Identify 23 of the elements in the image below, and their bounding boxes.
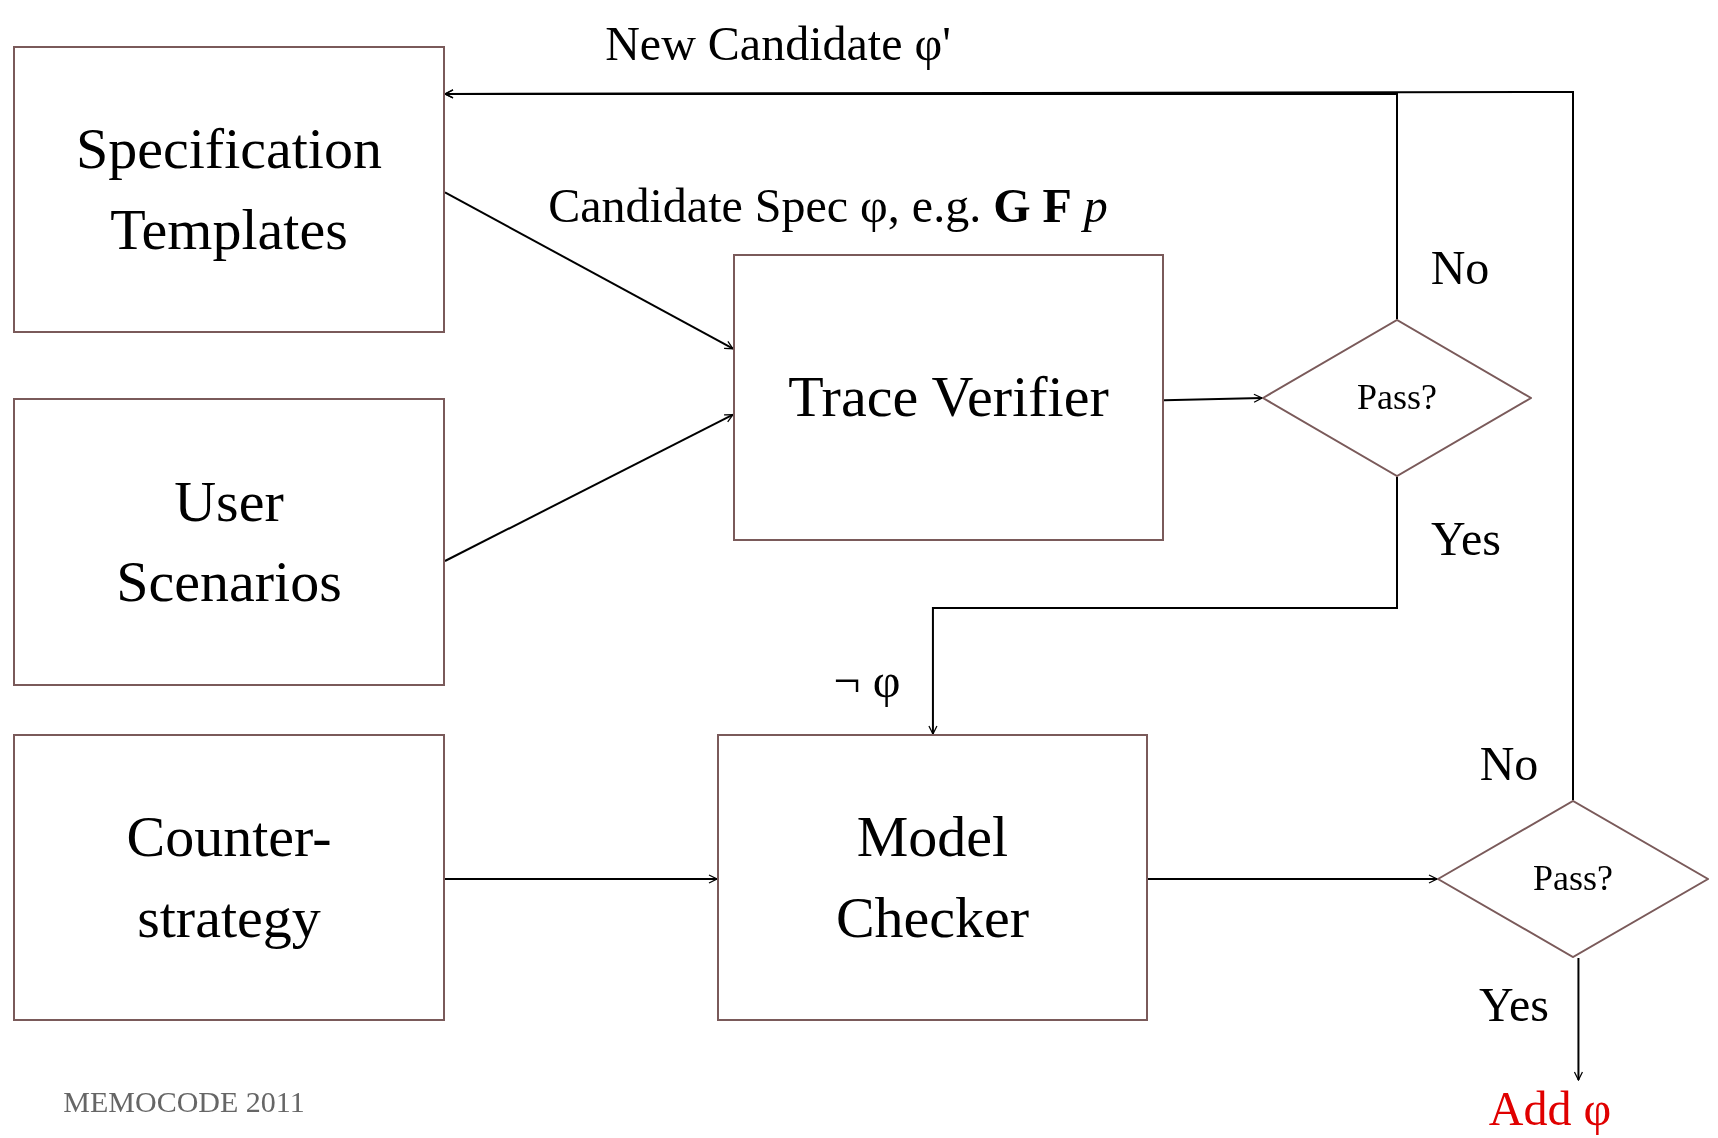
node-label: Trace Verifier xyxy=(788,363,1109,432)
process-box xyxy=(13,46,445,333)
process-box xyxy=(13,398,445,686)
decision-diamond xyxy=(1262,319,1532,477)
arrow xyxy=(1573,957,1584,1081)
node-label: Pass? xyxy=(1357,376,1437,420)
node-label: Counter-strategy xyxy=(125,803,333,952)
arrow xyxy=(1163,393,1263,403)
node-label: Model Checker xyxy=(834,803,1031,952)
process-box xyxy=(13,734,445,1021)
process-box xyxy=(717,734,1148,1021)
result-label: Add φ xyxy=(1488,1080,1612,1137)
arrow xyxy=(444,191,734,350)
arrow xyxy=(444,89,1574,801)
node-label: Pass? xyxy=(1533,857,1613,901)
process-box xyxy=(733,254,1164,541)
node-label: User Scenarios xyxy=(115,467,343,616)
arrow xyxy=(444,874,718,884)
node-label: Specification Templates xyxy=(75,115,383,264)
arrow xyxy=(444,413,734,562)
arrow xyxy=(1147,874,1438,884)
decision-diamond xyxy=(1437,800,1709,958)
arrow xyxy=(928,476,1398,735)
